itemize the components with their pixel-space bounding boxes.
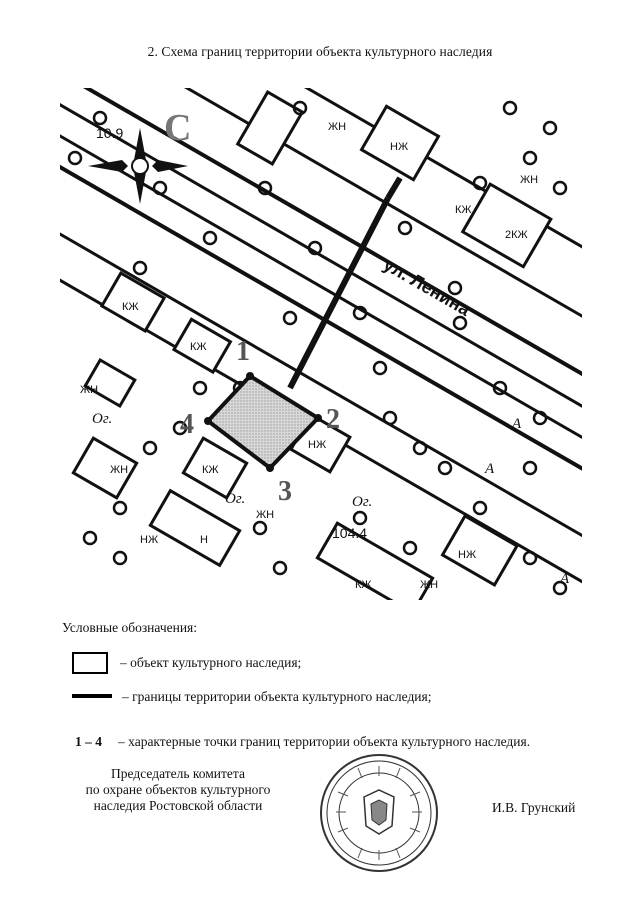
building-label: ЖН: [80, 384, 98, 396]
map-svg: 1 2 3 4 С ул. Ленина 10.9 104.4 ЖН НЖ КЖ…: [60, 88, 582, 600]
building-blocks: [71, 89, 553, 600]
legend-object-swatch: [72, 652, 108, 674]
north-label: С: [164, 107, 191, 149]
building-label: НЖ: [140, 534, 158, 546]
building-label: ЖН: [328, 121, 346, 133]
signer-title: Председатель комитета по охране объектов…: [60, 766, 296, 814]
signer-title-line: по охране объектов культурного: [85, 782, 271, 797]
misc-label: Ог.: [352, 494, 372, 510]
building-label: КЖ: [122, 301, 139, 313]
tree-markers: [67, 100, 568, 596]
signer-title-line: наследия Ростовской области: [93, 798, 263, 813]
north-arrow-icon: [88, 128, 188, 204]
boundary-scheme-map: 1 2 3 4 С ул. Ленина 10.9 104.4 ЖН НЖ КЖ…: [60, 88, 582, 600]
elevation-label-1: 10.9: [96, 125, 123, 141]
elevation-label-2: 104.4: [332, 525, 367, 541]
page-title: 2. Схема границ территории объекта культ…: [147, 44, 493, 59]
building-label: НЖ: [458, 549, 476, 561]
misc-label: Ог.: [92, 411, 112, 427]
building-label: ЖН: [520, 174, 538, 186]
legend-object-text: – объект культурного наследия;: [120, 655, 302, 670]
building-label: НЖ: [390, 141, 408, 153]
misc-label: А: [559, 571, 570, 587]
building-label: ЖН: [420, 579, 438, 591]
boundary-points: [204, 372, 322, 472]
building-label: КЖ: [190, 341, 207, 353]
building-label: КЖ: [355, 579, 372, 591]
legend-boundary-swatch: [72, 694, 112, 698]
building-label: НЖ: [308, 439, 326, 451]
misc-label: Ог.: [225, 491, 245, 507]
building-label: 2КЖ: [505, 229, 528, 241]
point-label-4: 4: [180, 409, 194, 440]
misc-label: А: [511, 416, 522, 432]
point-label-3: 3: [278, 476, 292, 507]
legend-points-text: – характерные точки границ территории об…: [118, 734, 531, 749]
legend-points-key: 1 – 4: [75, 734, 102, 749]
point-label-1: 1: [236, 336, 250, 367]
building-label: Н: [200, 534, 208, 546]
map-background: [60, 88, 582, 600]
building-label: КЖ: [455, 204, 472, 216]
signer-name: И.В. Грунский: [492, 800, 576, 815]
misc-label: А: [484, 461, 495, 477]
signer-title-line: Председатель комитета: [111, 766, 245, 781]
legend-heading: Условные обозначения:: [62, 620, 198, 635]
official-seal: [320, 754, 438, 872]
legend-boundary-text: – границы территории объекта культурного…: [122, 689, 432, 704]
point-label-2: 2: [326, 404, 340, 435]
building-label: КЖ: [202, 464, 219, 476]
building-label: ЖН: [110, 464, 128, 476]
building-label: ЖН: [256, 509, 274, 521]
territory-boundary-line: [287, 176, 403, 390]
